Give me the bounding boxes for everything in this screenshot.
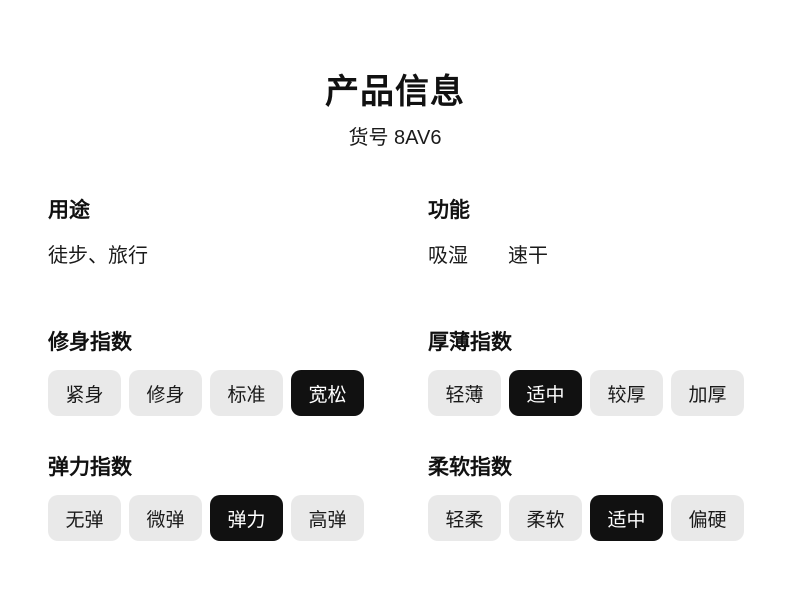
option-pill: 修身 bbox=[129, 370, 202, 416]
option-pill: 微弹 bbox=[129, 495, 202, 541]
option-pill-selected: 宽松 bbox=[291, 370, 364, 416]
usage-value: 徒步、旅行 bbox=[48, 245, 148, 267]
softness-column: 柔软指数 轻柔柔软适中偏硬 bbox=[428, 416, 750, 541]
fit-index-scale: 紧身修身标准宽松 bbox=[48, 370, 428, 416]
option-pill: 高弹 bbox=[291, 495, 364, 541]
option-pill: 加厚 bbox=[671, 370, 744, 416]
function-value: 速干 bbox=[508, 245, 548, 267]
section-elasticity-index: 弹力指数 无弹微弹弹力高弹 bbox=[48, 453, 428, 541]
thickness-index-heading: 厚薄指数 bbox=[428, 331, 512, 354]
elasticity-column: 弹力指数 无弹微弹弹力高弹 bbox=[48, 416, 428, 541]
thickness-index-scale: 轻薄适中较厚加厚 bbox=[428, 370, 750, 416]
elasticity-index-scale: 无弹微弹弹力高弹 bbox=[48, 495, 428, 541]
softness-index-scale: 轻柔柔软适中偏硬 bbox=[428, 495, 750, 541]
usage-heading: 用途 bbox=[48, 199, 90, 222]
function-values: 吸湿 速干 bbox=[428, 242, 750, 270]
section-fit-index: 修身指数 紧身修身标准宽松 bbox=[48, 328, 428, 416]
softness-index-heading: 柔软指数 bbox=[428, 456, 512, 479]
option-pill: 紧身 bbox=[48, 370, 121, 416]
function-heading: 功能 bbox=[428, 199, 470, 222]
fit-column: 修身指数 紧身修身标准宽松 bbox=[48, 270, 428, 416]
info-grid: 用途 徒步、旅行 功能 吸湿 速干 修身指数 紧身修身标准宽松 厚薄指数 轻薄适… bbox=[0, 196, 790, 541]
option-pill: 标准 bbox=[210, 370, 283, 416]
elasticity-index-heading: 弹力指数 bbox=[48, 456, 132, 479]
page-title: 产品信息 bbox=[325, 73, 465, 111]
option-pill-selected: 适中 bbox=[509, 370, 582, 416]
thickness-column: 厚薄指数 轻薄适中较厚加厚 bbox=[428, 270, 750, 416]
product-code: 货号 8AV6 bbox=[348, 127, 442, 149]
option-pill: 轻薄 bbox=[428, 370, 501, 416]
option-pill: 轻柔 bbox=[428, 495, 501, 541]
section-usage: 用途 徒步、旅行 bbox=[48, 196, 428, 270]
function-value: 吸湿 bbox=[428, 245, 468, 267]
option-pill-selected: 弹力 bbox=[210, 495, 283, 541]
option-pill: 无弹 bbox=[48, 495, 121, 541]
fit-index-heading: 修身指数 bbox=[48, 331, 132, 354]
option-pill: 较厚 bbox=[590, 370, 663, 416]
section-function: 功能 吸湿 速干 bbox=[428, 196, 750, 270]
section-softness-index: 柔软指数 轻柔柔软适中偏硬 bbox=[428, 453, 750, 541]
option-pill-selected: 适中 bbox=[590, 495, 663, 541]
section-thickness-index: 厚薄指数 轻薄适中较厚加厚 bbox=[428, 328, 750, 416]
option-pill: 柔软 bbox=[509, 495, 582, 541]
option-pill: 偏硬 bbox=[671, 495, 744, 541]
